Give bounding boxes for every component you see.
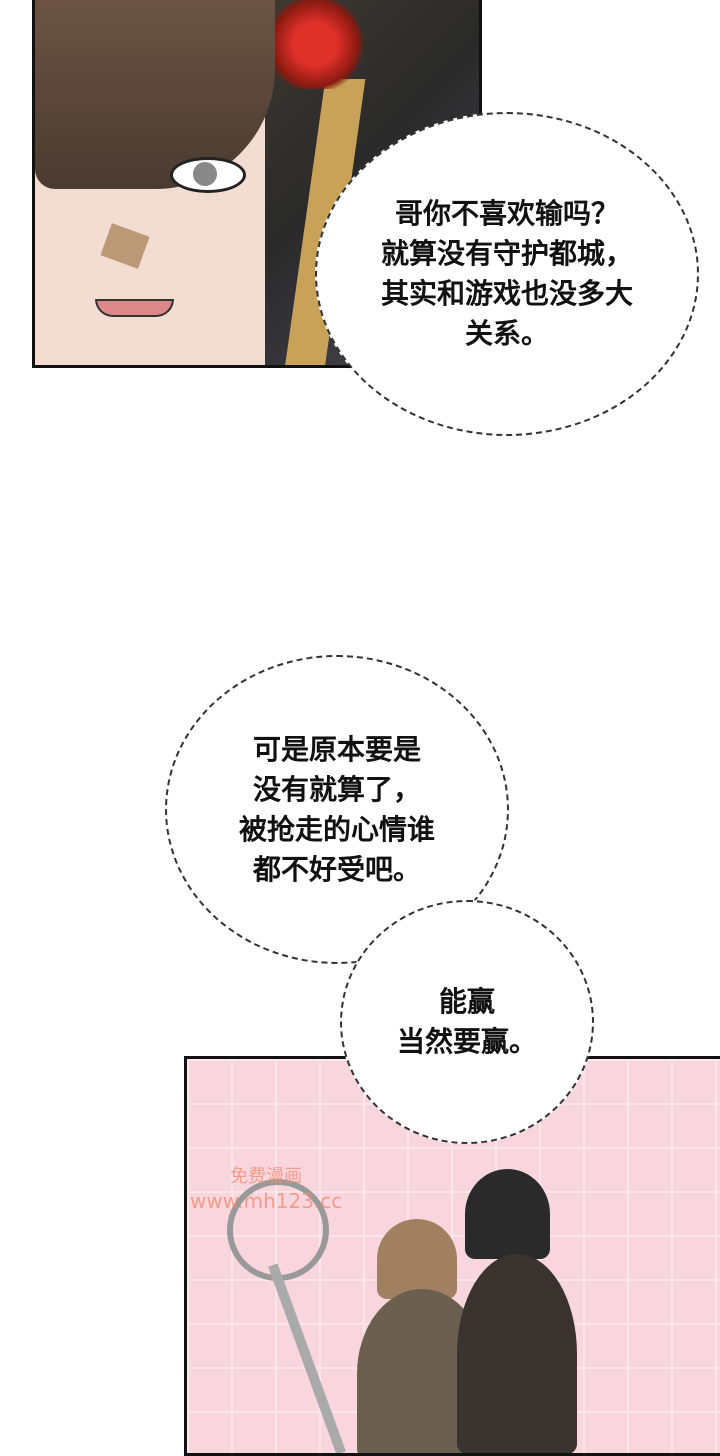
chibi-body-black bbox=[457, 1254, 577, 1453]
character-eye bbox=[170, 157, 246, 193]
character-mouth bbox=[95, 299, 174, 317]
speech-bubble-3: 能赢 当然要赢。 bbox=[340, 900, 594, 1144]
bubble-line: 关系。 bbox=[464, 317, 549, 350]
bubble-line: 没有就算了， bbox=[252, 772, 421, 806]
bubble-line: 当然要赢。 bbox=[396, 1025, 537, 1058]
chibi-head-black bbox=[465, 1169, 550, 1259]
chibi-head-brown bbox=[377, 1219, 457, 1299]
staff bbox=[268, 1263, 346, 1453]
watermark-line2: www.mh123.cc bbox=[190, 1189, 343, 1213]
bubble-line: 就算没有守护都城， bbox=[380, 237, 633, 270]
watermark-line1: 免费漫画 bbox=[230, 1166, 303, 1187]
bubble-line: 都不好受吧。 bbox=[252, 852, 421, 886]
watermark: 免费漫画 www.mh123.cc bbox=[190, 1165, 342, 1213]
speech-bubble-1: 哥你不喜欢输吗？ 就算没有守护都城， 其实和游戏也没多大 关系。 bbox=[315, 112, 699, 436]
bubble-line: 能赢 bbox=[438, 985, 495, 1018]
bubble-line: 其实和游戏也没多大 bbox=[380, 277, 633, 310]
red-gem-ornament bbox=[260, 0, 370, 89]
character-hair bbox=[35, 0, 275, 189]
bubble-line: 哥你不喜欢输吗？ bbox=[394, 197, 619, 230]
bubble-line: 被抢走的心情谁 bbox=[238, 812, 435, 846]
bubble-line: 可是原本要是 bbox=[252, 732, 421, 766]
